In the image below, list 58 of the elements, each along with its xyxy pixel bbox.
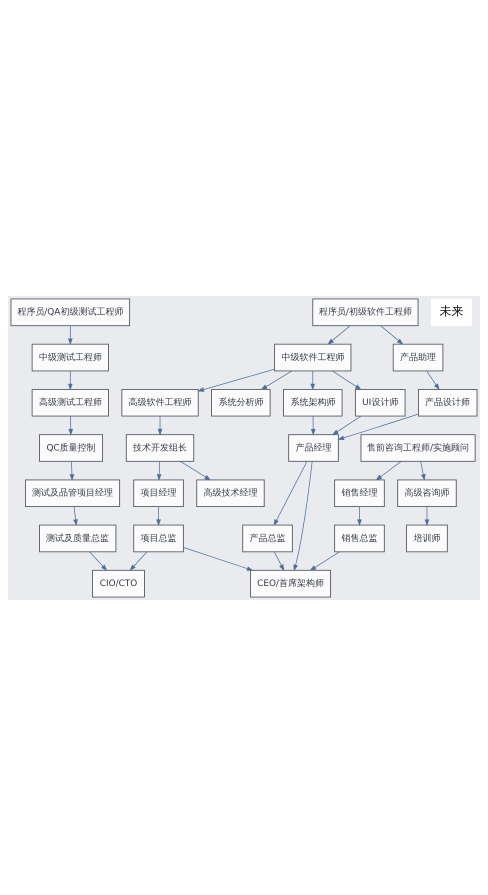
- arrow: [337, 413, 419, 440]
- arrow: [293, 460, 313, 571]
- node-box: 产品助理: [392, 343, 444, 371]
- arrow: [260, 370, 292, 390]
- arrow: [156, 460, 162, 480]
- arrow: [180, 460, 212, 480]
- arrow: [332, 370, 362, 390]
- node-box: CIO/CTO: [92, 569, 145, 597]
- node-box: 高级技术经理: [196, 478, 265, 507]
- arrow: [357, 506, 362, 526]
- node-box: 产品设计师: [418, 388, 478, 416]
- arrow: [274, 550, 284, 571]
- node-box: 中级测试工程师: [32, 343, 109, 371]
- node-box: 中级软件工程师: [274, 343, 352, 371]
- node-box: 销售总监: [334, 524, 385, 552]
- arrow: [68, 324, 73, 345]
- arrow: [327, 324, 351, 344]
- node-box: 培训师: [406, 524, 448, 552]
- arrow: [309, 550, 340, 570]
- node-box: 程序员/初级软件工程师: [312, 298, 418, 326]
- node-box: UI设计师: [354, 388, 406, 416]
- arrow: [424, 506, 430, 526]
- arrow: [332, 415, 362, 435]
- node-box: 项目总监: [133, 524, 184, 552]
- arrow: [183, 546, 254, 570]
- arrow: [156, 506, 161, 526]
- arrow: [73, 506, 78, 526]
- node-box: 程序员/QA初级测试工程师: [10, 298, 130, 326]
- node-box: 产品总监: [242, 524, 293, 552]
- node-box: 售前咨询工程师/实施顾问: [360, 434, 476, 462]
- node-box: 测试及品管项目经理: [25, 478, 120, 507]
- node-box: 系统架构师: [283, 388, 342, 416]
- label: 未来: [439, 304, 464, 318]
- arrow: [129, 550, 148, 570]
- arrow: [89, 550, 108, 570]
- arrow: [68, 415, 74, 436]
- arrow: [158, 415, 162, 436]
- arrow: [310, 415, 316, 436]
- node-box: CEO/首席架构师: [250, 569, 331, 597]
- node-box: 高级软件工程师: [121, 388, 199, 416]
- node-box: 高级咨询师: [397, 478, 457, 507]
- arrow: [274, 460, 308, 526]
- arrow: [197, 368, 275, 392]
- arrow: [70, 460, 74, 480]
- node-box: QC质量控制: [39, 434, 103, 462]
- node-box: 技术开发组长: [126, 434, 194, 462]
- arrow: [310, 370, 316, 390]
- node-box: 销售经理: [334, 478, 385, 507]
- node-box: 项目经理: [133, 478, 184, 507]
- node-box: 测试及质量总监: [39, 524, 116, 552]
- arrow: [68, 370, 73, 390]
- arrow: [376, 460, 402, 480]
- arrow: [420, 460, 426, 480]
- arrow: [380, 324, 404, 344]
- node-box: 产品经理: [288, 434, 339, 462]
- arrow: [426, 370, 440, 390]
- node-box: 系统分析师: [211, 388, 271, 416]
- node-box: 高级测试工程师: [32, 388, 109, 416]
